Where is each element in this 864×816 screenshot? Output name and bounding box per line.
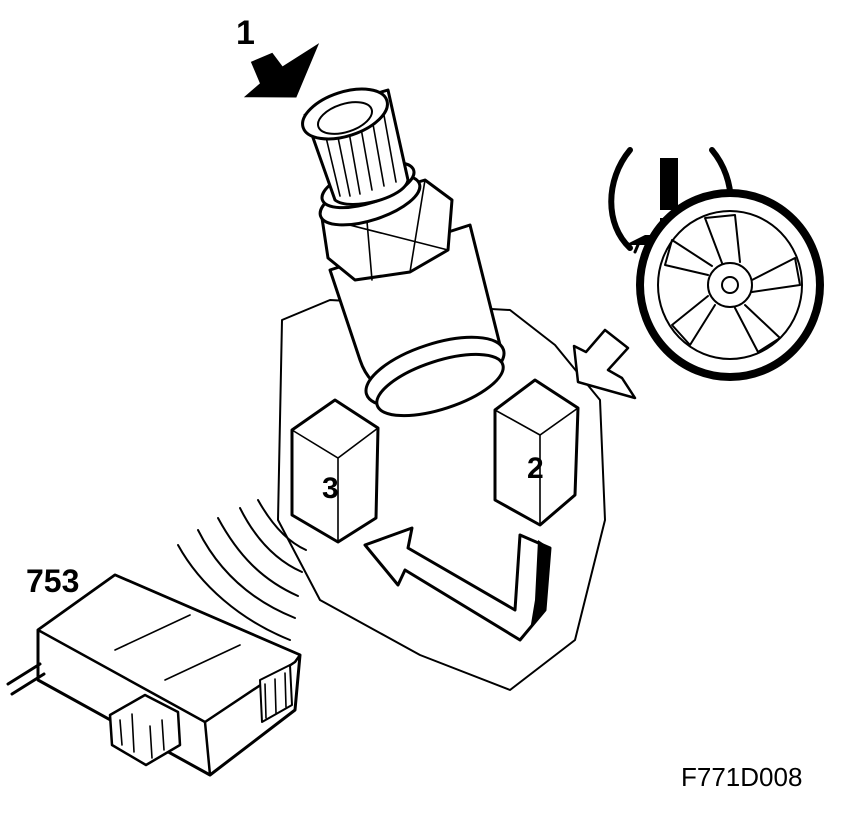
wheel-icon	[636, 189, 824, 381]
arrow-1-icon	[243, 43, 320, 98]
valve-stem	[301, 87, 506, 418]
box-2-label: 2	[527, 452, 544, 485]
signal-waves-icon	[177, 499, 307, 641]
pointer-arrow-icon	[572, 328, 637, 400]
flow-arrow-icon	[363, 526, 552, 642]
box-3-label: 3	[322, 472, 339, 505]
figure-code: F771D008	[681, 762, 802, 792]
control-module-753	[6, 573, 302, 777]
arrow-number-label: 1	[236, 14, 255, 52]
box-3	[290, 398, 380, 544]
box-2	[493, 378, 580, 527]
control-module-label: 753	[26, 563, 79, 599]
